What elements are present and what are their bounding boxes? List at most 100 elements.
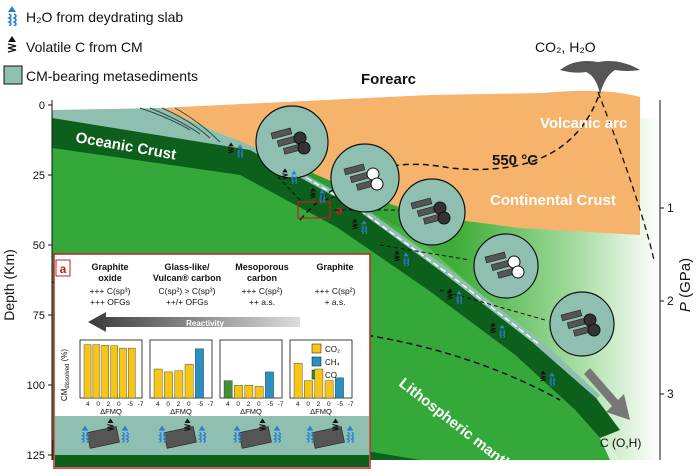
pressure-axis-label: P (GPa) — [677, 258, 694, 312]
inset-column-title: carbon — [247, 273, 277, 283]
inset-xtick: 0 — [306, 401, 310, 408]
co2-h2o-label: CO₂, H₂O — [535, 39, 596, 55]
inset-xtick: 2 — [107, 401, 111, 408]
inset-column-title: Glass-like/ — [164, 262, 210, 272]
inset-xtick: 0 — [327, 401, 331, 408]
inset-xtick: 4 — [226, 401, 230, 408]
inset-column-property: + a.s. — [324, 297, 345, 307]
inset-xtick: 4 — [156, 401, 160, 408]
water-drop-icon — [7, 6, 17, 26]
inset-legend-swatch — [311, 343, 322, 354]
legend-metased: CM-bearing metasediments — [26, 68, 198, 84]
inset-xtick: 0 — [117, 401, 121, 408]
inset-panel-label: a — [60, 262, 67, 276]
callout-label: a — [336, 203, 343, 217]
metasediment-swatch — [3, 65, 23, 85]
inset-xlabel: ΔFMQ — [240, 407, 262, 416]
inset-column-property: ++/+ OFGs — [166, 297, 208, 307]
inset-xtick: -5 — [267, 401, 273, 408]
legend: H₂O from deydrating slab Volatile C from… — [3, 6, 198, 85]
volcanic-arc-rise — [520, 90, 640, 110]
inset-legend-label: CO — [325, 371, 337, 380]
inset-legend-label: CO₂ — [325, 345, 340, 354]
inset-xtick: -7 — [138, 401, 144, 408]
subduction-arrow-icon — [584, 368, 630, 420]
pressure-tick-0: 1 — [667, 201, 674, 215]
forearc-label: Forearc — [361, 71, 416, 88]
inset-column-title: Vulcan® carbon — [153, 273, 221, 283]
metasediment-circle-2 — [398, 178, 466, 246]
depth-axis: 0 25 50 75 100 125 Depth (Km) — [1, 100, 53, 462]
inset-schematic-3 — [305, 418, 355, 449]
inset-schematic-2 — [232, 418, 282, 449]
legend-h2o: H₂O from deydrating slab — [26, 9, 183, 25]
pressure-tick-1: 2 — [667, 294, 674, 308]
inset-column-property: +++ C(sp³) — [90, 286, 131, 296]
depth-tick-1: 25 — [33, 170, 45, 182]
pressure-tick-2: 3 — [667, 387, 674, 401]
isotherm-label: 550 °C — [492, 152, 538, 169]
inset-xtick: -7 — [278, 401, 284, 408]
depth-tick-4: 100 — [27, 380, 45, 392]
inset-xtick: 4 — [296, 401, 300, 408]
oceanic-crust-band — [52, 118, 620, 438]
inset-legend-label: CH₄ — [325, 358, 340, 367]
inset-legend-swatch — [311, 356, 322, 367]
inset-xtick: 2 — [247, 401, 251, 408]
inset-xtick: 0 — [236, 401, 240, 408]
inset-xtick: 0 — [257, 401, 261, 408]
inset-schematic-base — [55, 455, 369, 467]
reactivity-label: Reactivity — [186, 319, 224, 328]
depth-axis-label: Depth (Km) — [1, 249, 17, 321]
inset-xtick: -7 — [348, 401, 354, 408]
inset-xlabel: ΔFMQ — [310, 407, 332, 416]
pressure-axis: 1 2 3 P (GPa) — [659, 100, 694, 460]
degassing-plume-icon — [560, 61, 640, 94]
inset-column-property: +++ OFGs — [90, 297, 130, 307]
depth-tick-3: 75 — [33, 310, 45, 322]
depth-tick-5: 125 — [27, 450, 45, 462]
inset-xtick: 0 — [187, 401, 191, 408]
inset-schematic-0 — [80, 418, 130, 449]
inset-xtick: 0 — [166, 401, 170, 408]
inset-column-title: Graphite — [91, 262, 128, 272]
inset-xlabel: ΔFMQ — [100, 407, 122, 416]
inset-schematic-1 — [157, 418, 207, 449]
subducted-carbon-label: C (O,H) — [600, 436, 641, 450]
inset-xtick: -5 — [127, 401, 133, 408]
inset-column-title: Mesoporous — [235, 262, 289, 272]
metasediment-circle-1 — [330, 143, 400, 213]
inset-column-property: C(sp²) > C(sp³) — [159, 286, 216, 296]
inset-xtick: -5 — [337, 401, 343, 408]
metasediment-circle-0 — [255, 105, 329, 179]
inset-column-title: oxide — [98, 273, 122, 283]
inset-column-property: +++ C(sp²) — [242, 286, 283, 296]
arc-dashed-line — [597, 91, 655, 261]
inset-ylabel: CMdissolved (%) — [60, 349, 71, 401]
inset-xtick: 4 — [86, 401, 90, 408]
metasediment-circle-4 — [549, 291, 615, 357]
inset-column-property: +++ C(sp²) — [315, 286, 356, 296]
inset-xtick: 0 — [96, 401, 100, 408]
legend-volatile: Volatile C from CM — [26, 39, 143, 55]
inset-xtick: 2 — [177, 401, 181, 408]
callout-box — [297, 201, 331, 219]
metasediment-circle-3 — [473, 233, 539, 299]
inset-xtick: 2 — [317, 401, 321, 408]
inset-xlabel: ΔFMQ — [170, 407, 192, 416]
volatile-carbon-icon — [7, 36, 17, 53]
inset-xtick: -5 — [197, 401, 203, 408]
volcanic-arc-label: Volcanic arc — [540, 115, 627, 132]
reactivity-arrow-icon — [88, 312, 300, 332]
inset-column-property: ++ a.s. — [249, 297, 275, 307]
depth-tick-2: 50 — [33, 240, 45, 252]
inset-column-title: Graphite — [316, 262, 353, 272]
continental-crust-label: Continental Crust — [490, 192, 616, 209]
depth-tick-0: 0 — [39, 100, 45, 112]
